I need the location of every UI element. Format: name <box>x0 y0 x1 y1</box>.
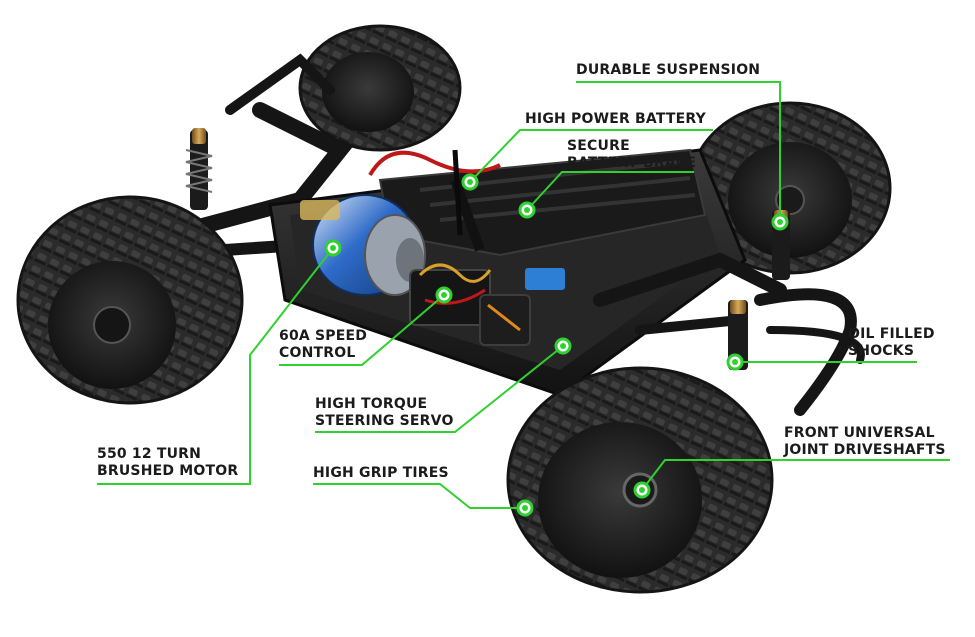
rear-left-tire <box>16 195 244 405</box>
label-line: HIGH GRIP TIRES <box>313 465 449 481</box>
label-line: HIGH POWER BATTERY <box>525 111 706 127</box>
label-line: BATTERY BRACE <box>567 155 697 171</box>
label-high-grip-tires: HIGH GRIP TIRES <box>313 465 449 482</box>
front-suspension-arms <box>593 252 865 416</box>
label-line: 550 12 TURN <box>97 446 202 462</box>
label-steering-servo: HIGH TORQUE STEERING SERVO <box>315 396 454 430</box>
label-durable-suspension: DURABLE SUSPENSION <box>576 62 760 79</box>
label-line: JOINT DRIVESHAFTS <box>784 442 946 458</box>
label-speed-control: 60A SPEED CONTROL <box>279 328 367 362</box>
label-line: FRONT UNIVERSAL <box>784 425 935 441</box>
rear-right-tire <box>298 24 462 152</box>
label-line: 60A SPEED <box>279 328 368 344</box>
rear-shock <box>185 128 213 210</box>
label-line: HIGH TORQUE <box>315 396 428 412</box>
label-line: DURABLE SUSPENSION <box>576 62 761 78</box>
label-line: STEERING SERVO <box>315 413 454 429</box>
front-left-tire <box>506 366 774 594</box>
label-front-driveshafts: FRONT UNIVERSAL JOINT DRIVESHAFTS <box>784 425 946 459</box>
label-line: BRUSHED MOTOR <box>97 463 239 479</box>
label-line: CONTROL <box>279 345 356 361</box>
label-line: OIL FILLED <box>848 326 935 342</box>
label-line: SECURE <box>567 138 630 154</box>
label-line: SHOCKS <box>848 343 915 359</box>
label-secure-battery-brace: SECURE BATTERY BRACE <box>567 138 696 172</box>
label-high-power-battery: HIGH POWER BATTERY <box>525 111 706 128</box>
motor <box>300 194 426 296</box>
label-brushed-motor: 550 12 TURN BRUSHED MOTOR <box>97 446 238 480</box>
label-oil-filled-shocks: OIL FILLED SHOCKS <box>848 326 935 360</box>
